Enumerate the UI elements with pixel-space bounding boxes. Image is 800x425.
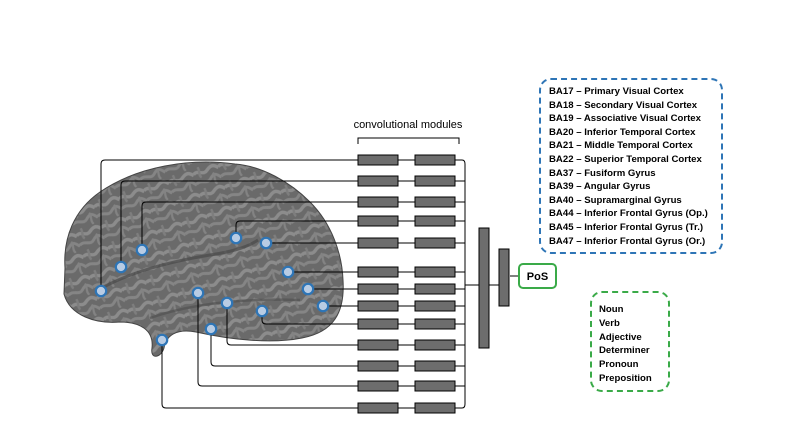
electrode (301, 282, 315, 296)
electrode-wire (120, 180, 358, 267)
conv-module-b (414, 154, 456, 166)
conv-module-b (414, 266, 456, 278)
pos-output-box (518, 263, 557, 289)
electrode (316, 299, 330, 313)
conv-module-a (357, 175, 399, 187)
conv-module-a (357, 237, 399, 249)
conv-module-b (414, 318, 456, 330)
conv-module-b (414, 175, 456, 187)
conv-module-a (357, 154, 399, 166)
conv-module-a (357, 196, 399, 208)
modules-bracket (357, 137, 460, 144)
conv-module-a (357, 266, 399, 278)
fusion-bracket (455, 159, 466, 409)
convolutional-modules (357, 154, 456, 414)
electrode (94, 284, 108, 298)
pos-class-item: Determiner (599, 345, 650, 357)
electrode-wire (226, 303, 358, 346)
region-item: BA21 – Middle Temporal Cortex (549, 140, 693, 152)
electrode-wire (100, 159, 358, 291)
region-item: BA18 – Secondary Visual Cortex (549, 99, 698, 111)
dense-layer-1 (478, 227, 490, 349)
lateral-fissure (97, 238, 259, 292)
electrode-wire (210, 329, 358, 367)
brain-outline (63, 161, 344, 357)
pos-class-item: Noun (599, 304, 624, 315)
conv-module-b (414, 196, 456, 208)
electrodes (94, 231, 330, 347)
conv-module-b (414, 237, 456, 249)
region-item: BA45 – Inferior Frontal Gyrus (Tr.) (549, 221, 704, 233)
pos-class-item: Preposition (599, 372, 652, 384)
conv-module-b (414, 402, 456, 414)
conv-module-a (357, 380, 399, 392)
region-item: BA40 – Supramarginal Gyrus (549, 194, 682, 206)
electrode (191, 286, 205, 300)
conv-module-a (357, 300, 399, 312)
conv-module-a (357, 283, 399, 295)
pos-class-item: Pronoun (599, 359, 639, 371)
region-item: BA47 – Inferior Frontal Gyrus (Or.) (549, 235, 706, 247)
region-item: BA37 – Fusiform Gyrus (549, 167, 656, 179)
conv-module-b (414, 360, 456, 372)
connection-wires (100, 159, 358, 409)
temporal-sulcus (149, 298, 301, 320)
electrode (259, 236, 273, 250)
electrode (255, 304, 269, 318)
electrode-wire (261, 311, 358, 325)
conv-module-b (414, 339, 456, 351)
fusion-connectors (455, 159, 499, 409)
conv-module-b (414, 215, 456, 227)
brain-regions-legend: BA17 – Primary Visual Cortex BA18 – Seco… (539, 78, 723, 254)
pos-class-item: Adjective (599, 331, 642, 343)
electrode (229, 231, 243, 245)
conv-module-a (357, 360, 399, 372)
electrode (281, 265, 295, 279)
region-item: BA22 – Superior Temporal Cortex (549, 153, 702, 165)
conv-module-a (357, 339, 399, 351)
electrode-wire (235, 220, 358, 238)
conv-module-a (357, 215, 399, 227)
pos-output-label: PoS (527, 271, 548, 283)
electrode (114, 260, 128, 274)
region-item: BA44 – Inferior Frontal Gyrus (Op.) (549, 208, 708, 220)
brain-surface (63, 161, 344, 357)
electrode-wire (141, 201, 358, 250)
modules-label: convolutional modules (354, 119, 463, 131)
conv-module-a (357, 318, 399, 330)
output-node: PoS (510, 263, 557, 289)
conv-module-b (414, 283, 456, 295)
electrode (204, 322, 218, 336)
region-item: BA20 – Inferior Temporal Cortex (549, 126, 696, 138)
region-item: BA17 – Primary Visual Cortex (549, 86, 684, 97)
conv-module-b (414, 300, 456, 312)
conv-module-b (414, 380, 456, 392)
region-item: BA19 – Associative Visual Cortex (549, 113, 701, 125)
electrode (155, 333, 169, 347)
region-item: BA39 – Angular Gyrus (549, 181, 651, 193)
dense-layers (478, 227, 510, 349)
conv-module-a (357, 402, 399, 414)
electrode-wire (197, 293, 358, 387)
electrode (135, 243, 149, 257)
electrode (220, 296, 234, 310)
electrode-wire (161, 340, 358, 409)
pos-classes-legend: Noun Verb Adjective Determiner Pronoun P… (590, 291, 670, 392)
pos-class-item: Verb (599, 317, 620, 329)
dense-layer-2 (498, 248, 510, 307)
